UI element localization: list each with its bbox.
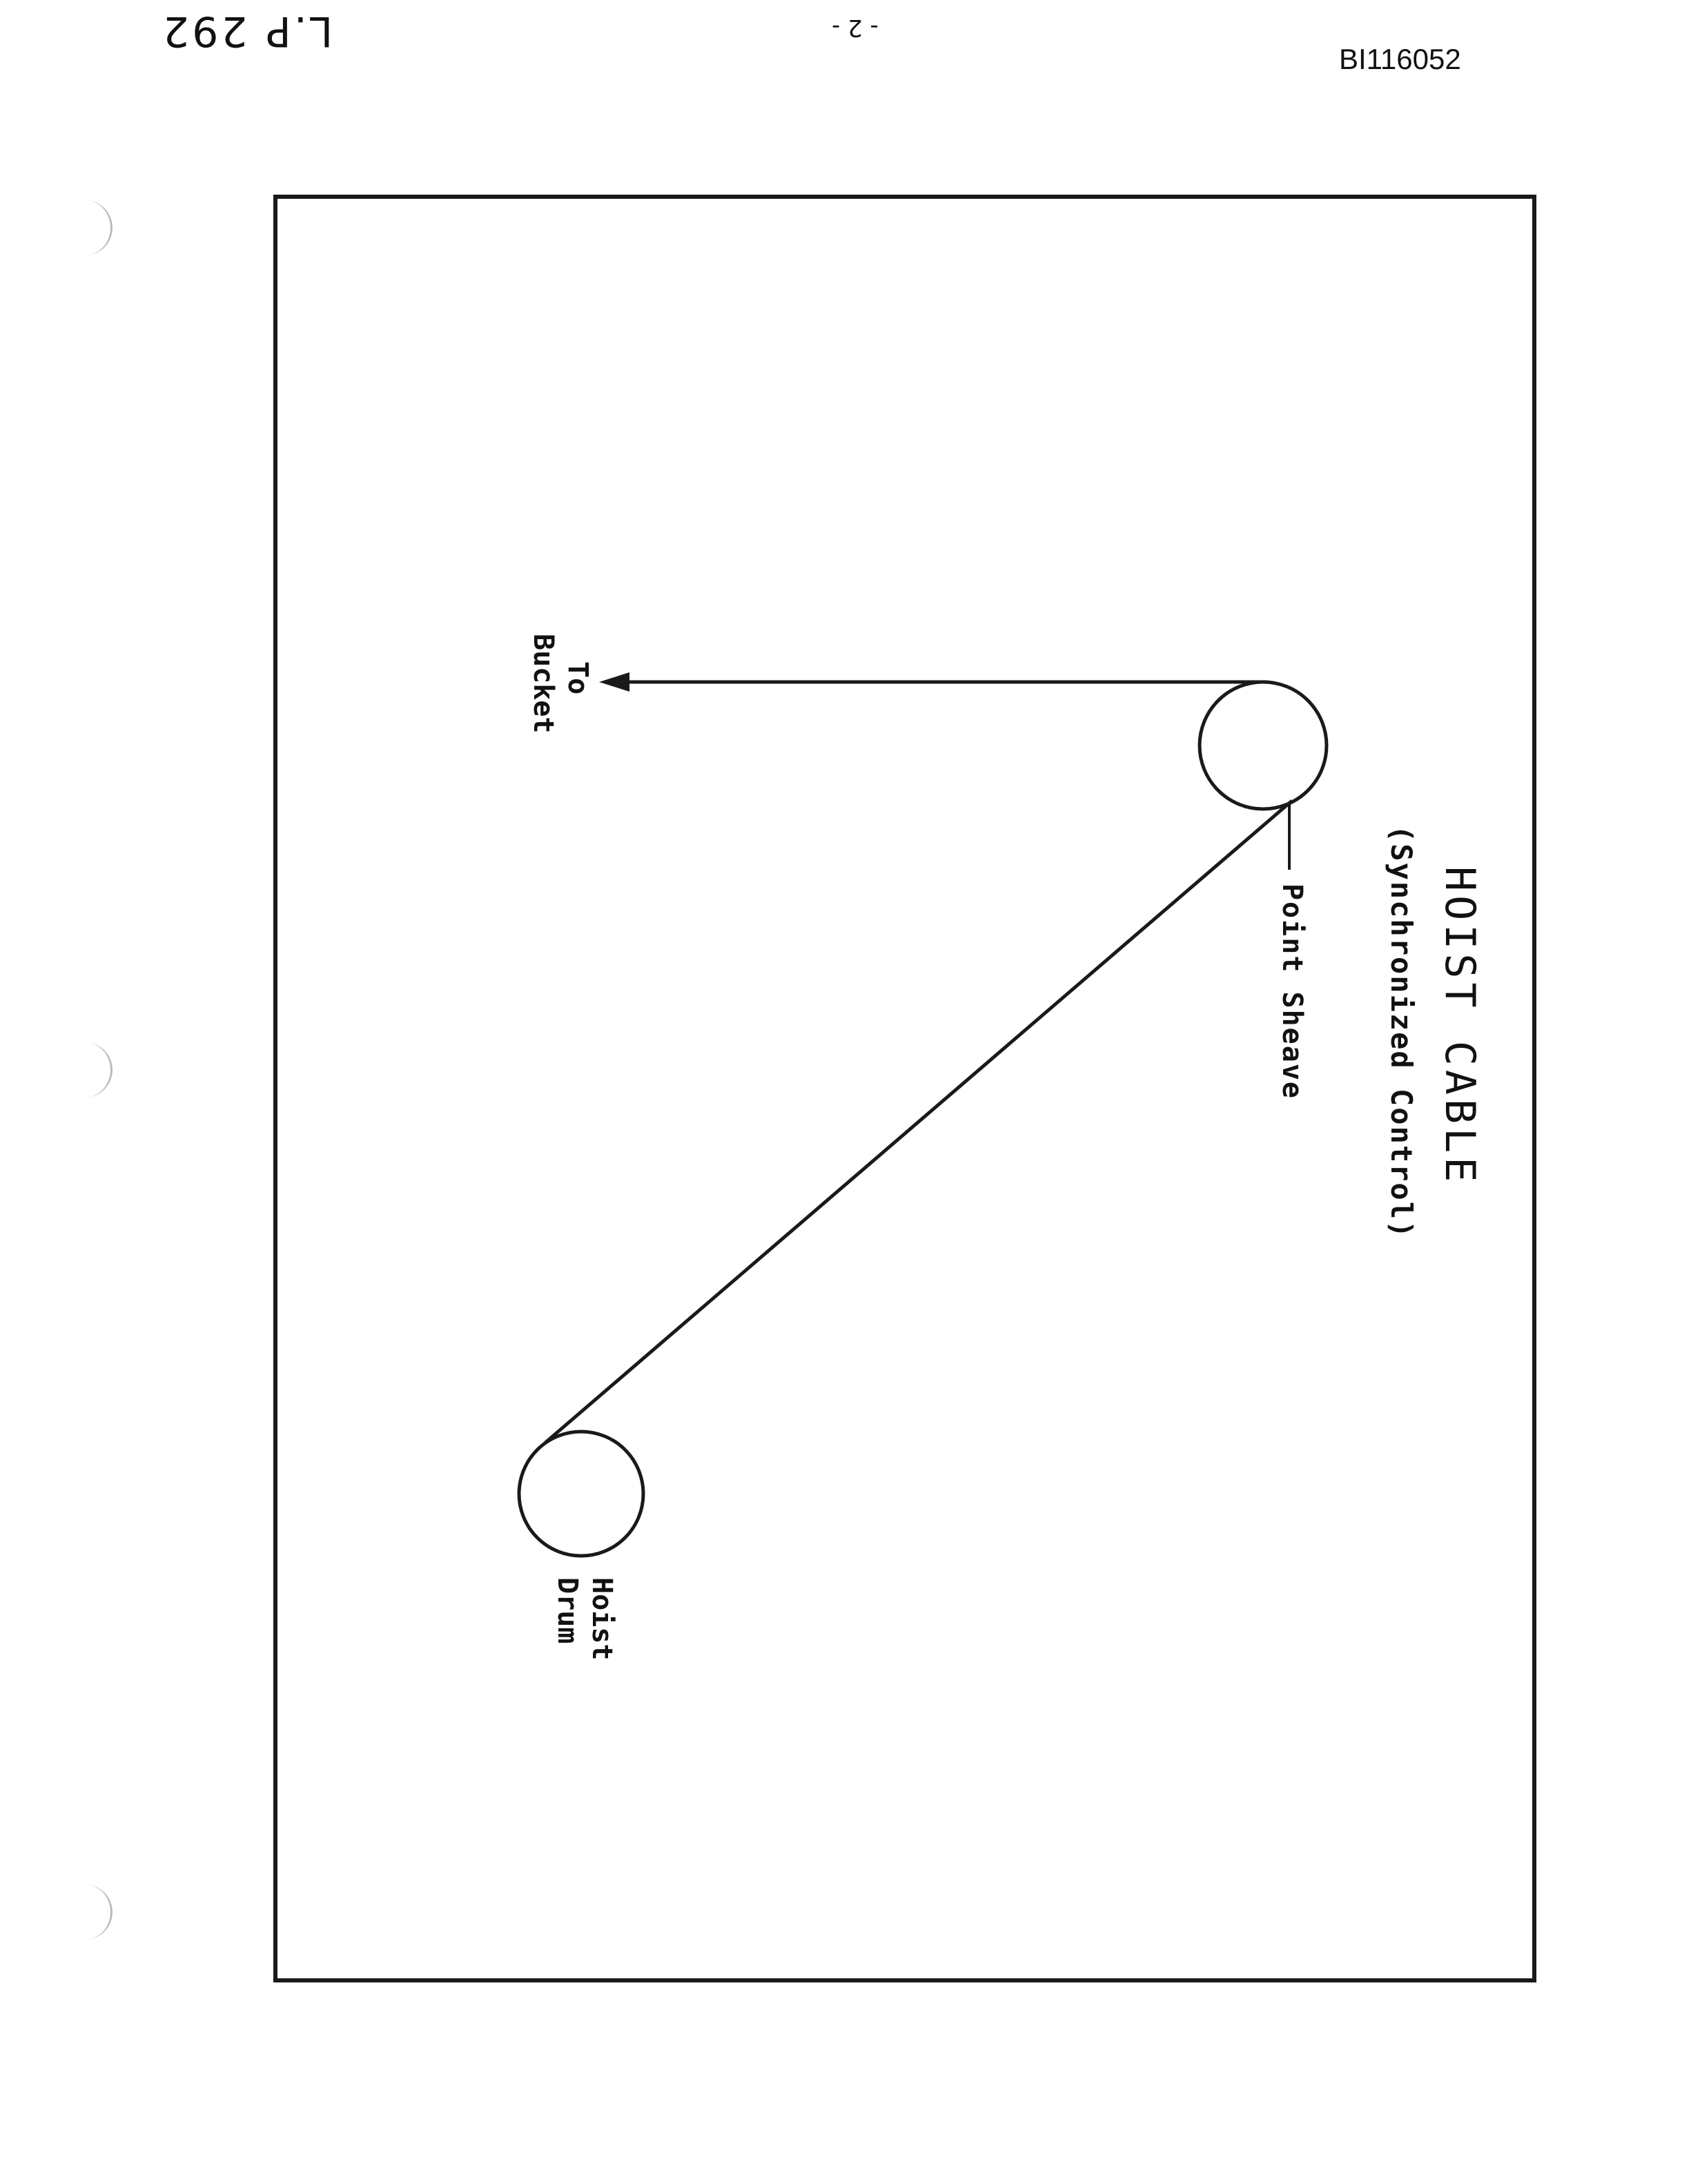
arrow-head (599, 672, 629, 692)
cable-line (544, 799, 1293, 1444)
diagram-frame (273, 195, 1536, 1982)
hoist-label: Hoist (586, 1577, 618, 1661)
drum-label: Drum (551, 1577, 583, 1644)
hoist-drum-circle (517, 1430, 645, 1558)
diagram-title: HOIST CABLE (1436, 866, 1484, 1187)
to-label: To (562, 661, 594, 695)
document-id: BI116052 (1339, 43, 1461, 75)
diagram-subtitle: (Synchronized Control) (1385, 825, 1418, 1240)
bucket-label: Bucket (527, 634, 559, 734)
point-sheave-circle (1198, 680, 1329, 811)
point-sheave-label: Point Sheave (1276, 884, 1308, 1100)
punch-hole-mark (69, 1884, 113, 1940)
punch-hole-mark (69, 200, 113, 255)
punch-hole-mark (69, 1042, 113, 1098)
